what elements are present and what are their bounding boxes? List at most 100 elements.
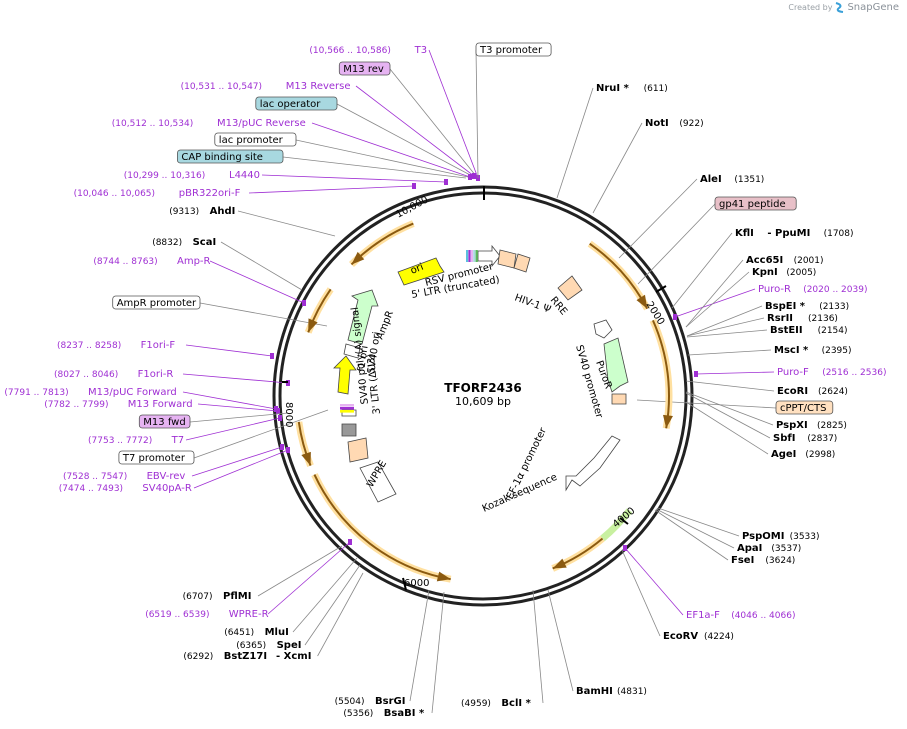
label-pbr322ori-f[interactable]: (10,046 .. 10,065)pBR322ori-F [74, 188, 241, 199]
label-wpre-r[interactable]: (6519 .. 6539)WPRE-R [145, 609, 268, 620]
label-spei[interactable]: (6365)SpeI [236, 640, 301, 651]
label-sv40pa-r[interactable]: (7474 .. 7493)SV40pA-R [59, 483, 192, 494]
label-coord: (2825) [817, 421, 847, 431]
label-coord: (10,531 .. 10,547) [181, 82, 262, 92]
cppt-shape [611, 393, 627, 405]
label-coord: (4959) [461, 699, 491, 709]
label-amp-r[interactable]: (8744 .. 8763)Amp-R [93, 256, 210, 267]
label-m13-puc-forward[interactable]: (7791 .. 7813)M13/pUC Forward [4, 387, 176, 398]
label-pspxi[interactable]: PspXI(2825) [776, 420, 847, 431]
label-gp41-peptide[interactable]: gp41 peptide [714, 196, 797, 211]
label-bstz17i[interactable]: (6292)BstZ17I- XcmI [183, 651, 311, 662]
label-ampr-promoter[interactable]: AmpR promoter [112, 295, 201, 310]
label-m13-forward[interactable]: (7782 .. 7799)M13 Forward [44, 399, 192, 410]
label-apai[interactable]: ApaI(3537) [737, 543, 801, 554]
label-noti[interactable]: NotI(922) [645, 118, 704, 129]
label-pflmi[interactable]: (6707)PflMI [183, 591, 252, 602]
label-box-m13-fwd [138, 414, 191, 429]
label-t7[interactable]: (7753 .. 7772)T7 [88, 435, 184, 446]
label-coord: (3624) [765, 556, 795, 566]
primer-mark [472, 173, 476, 179]
label-coord: (10,046 .. 10,065) [74, 189, 155, 199]
label-name: BstEII [770, 325, 803, 336]
label-ef1a-f[interactable]: EF1a-F(4046 .. 4066) [686, 610, 795, 621]
hiv-psi-shape [513, 253, 531, 273]
label-t7-promoter[interactable]: T7 promoter [118, 450, 195, 465]
callout-line [685, 259, 744, 328]
label-name: M13/pUC Forward [88, 387, 177, 398]
label-name: BsaBI * [384, 708, 425, 719]
label-cap-binding-site[interactable]: CAP binding site [176, 149, 284, 164]
label-bamhi[interactable]: BamHI(4831) [576, 686, 647, 697]
label-name: M13 Reverse [286, 81, 351, 92]
primer-mark [348, 539, 352, 545]
label-lac-promoter[interactable]: lac promoter [214, 132, 297, 147]
label-acc65i[interactable]: Acc65I(2001) [746, 255, 824, 266]
label-alei[interactable]: AleI(1351) [700, 174, 764, 185]
lac-cluster-bar [466, 250, 469, 262]
label-sbfi[interactable]: SbfI(2837) [773, 433, 837, 444]
label-scai[interactable]: (8832)ScaI [152, 237, 216, 248]
label-name: EBV-rev [147, 471, 186, 482]
label-box-lac-promoter [214, 132, 297, 147]
callout-line [185, 344, 273, 357]
label-bcli[interactable]: (4959)BclI * [461, 698, 532, 709]
callout-line [685, 271, 750, 328]
label-agei[interactable]: AgeI(2998) [771, 449, 835, 460]
label-coord: (4046 .. 4066) [731, 611, 795, 621]
label-puro-f[interactable]: Puro-F(2516 .. 2536) [777, 367, 886, 378]
callout-line [475, 49, 479, 179]
label-nrui[interactable]: NruI *(611) [596, 83, 668, 94]
label-coord: (3533) [790, 532, 820, 542]
label-cppt-cts[interactable]: cPPT/CTS [775, 400, 834, 415]
label-mlui[interactable]: (6451)MluI [224, 627, 289, 638]
label-ebv-rev[interactable]: (7528 .. 7547)EBV-rev [63, 471, 185, 482]
label-t3-promoter[interactable]: T3 promoter [475, 42, 552, 57]
label-lac-operator[interactable]: lac operator [255, 96, 338, 111]
label-pspomi[interactable]: PspOMI(3533) [742, 531, 820, 542]
label-name: T7 [171, 435, 184, 446]
label-f1ori-r[interactable]: (8027 .. 8046)F1ori-R [54, 369, 173, 380]
label-fsei[interactable]: FseI(3624) [731, 555, 795, 566]
label-name: EcoRI [777, 386, 808, 397]
callout-line [686, 317, 765, 337]
label-bsteii[interactable]: BstEII(2154) [770, 325, 848, 336]
label-ecorv[interactable]: EcoRV(4224) [663, 631, 734, 642]
label-m13-reverse[interactable]: (10,531 .. 10,547) M13 Reverse [181, 81, 351, 92]
label-msci[interactable]: MscI *(2395) [774, 345, 852, 356]
watermark-brand: SnapGene [847, 2, 899, 13]
callout-line [671, 232, 733, 309]
label-text: T7 promoter [122, 453, 186, 464]
label-box-t3-promoter [475, 42, 552, 57]
label-m13-rev[interactable]: M13 rev [338, 61, 391, 76]
label-coord: (2395) [822, 346, 852, 356]
lac-cluster-bar [473, 250, 476, 262]
label-ecori[interactable]: EcoRI(2624) [777, 386, 848, 397]
t7-cluster-bar [340, 404, 354, 407]
label-m13-puc-reverse[interactable]: (10,512 .. 10,534)M13/pUC Reverse [112, 118, 306, 129]
label-l4440[interactable]: (10,299 .. 10,316)L4440 [124, 170, 260, 181]
callout-line [636, 399, 777, 409]
label-extra: - XcmI [276, 651, 311, 662]
label-bspei[interactable]: BspEI *(2133) [765, 301, 849, 312]
label-t3[interactable]: (10,566 .. 10,586)T3 [309, 45, 427, 56]
sv40-promoter-shape [593, 319, 613, 339]
label-coord: (611) [644, 84, 668, 94]
label-f1ori-f[interactable]: (8237 .. 8258)F1ori-F [57, 340, 175, 351]
label-m13-fwd[interactable]: M13 fwd [138, 414, 191, 429]
label-kpni[interactable]: KpnI(2005) [752, 267, 816, 278]
label-box-m13-rev [338, 61, 391, 76]
label-ahdi[interactable]: (9313)AhdI [169, 206, 235, 217]
label-coord: (1708) [824, 229, 854, 239]
label-text: AmpR promoter [117, 298, 197, 309]
label-name: Puro-R [758, 284, 791, 295]
label-name: Amp-R [177, 256, 211, 267]
label-coord: (2998) [805, 450, 835, 460]
label-bsrgi[interactable]: (5504)BsrGI [335, 696, 406, 707]
label-kfli[interactable]: KflI- PpuMI(1708) [735, 228, 854, 239]
label-coord: (4224) [704, 632, 734, 642]
label-puro-r[interactable]: Puro-R(2020 .. 2039) [758, 284, 867, 295]
label-name: SbfI [773, 433, 795, 444]
label-bsabi[interactable]: (5356)BsaBI * [343, 708, 425, 719]
label-rsrii[interactable]: RsrII(2136) [767, 313, 838, 324]
